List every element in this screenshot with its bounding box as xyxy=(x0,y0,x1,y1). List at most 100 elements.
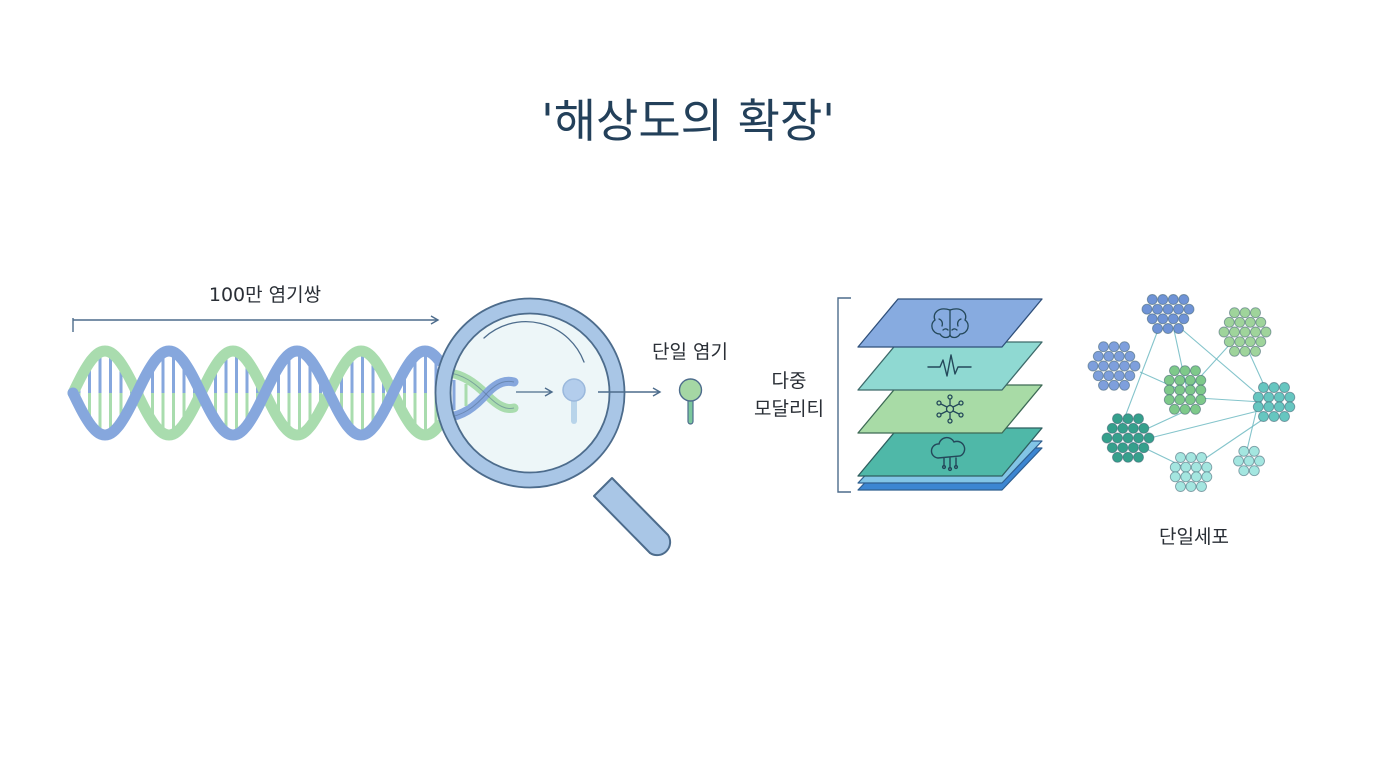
cell-dot xyxy=(1133,413,1144,425)
cell-dot xyxy=(1195,374,1207,386)
cell-dot xyxy=(1229,326,1240,338)
cluster-light-teal-bottom xyxy=(1169,452,1213,492)
cell-dot xyxy=(1234,336,1246,348)
multimodal-bracket xyxy=(837,297,851,493)
single-cell-section: 단일세포 xyxy=(1087,294,1296,548)
cluster-green-center xyxy=(1163,365,1207,415)
cell-link xyxy=(1199,419,1263,463)
modality-layer-brain xyxy=(857,298,1043,348)
cell-dot xyxy=(1092,350,1104,362)
cell-dot xyxy=(1152,323,1163,334)
cell-dot xyxy=(1190,403,1201,415)
cell-dot xyxy=(1173,303,1184,315)
cell-dot xyxy=(1254,455,1265,467)
cell-dot xyxy=(1157,313,1169,325)
cell-dot xyxy=(1108,360,1120,372)
cell-dot xyxy=(1174,374,1186,386)
cell-dot xyxy=(1124,370,1136,382)
cell-dot xyxy=(1184,394,1196,406)
magnifier-lens-glass xyxy=(448,311,612,475)
cell-dot xyxy=(1239,326,1251,338)
cell-dot xyxy=(1124,350,1136,362)
cell-dot xyxy=(1190,365,1201,377)
cell-dot xyxy=(1252,391,1264,403)
cell-dot xyxy=(1195,384,1207,396)
cell-dot xyxy=(1146,313,1158,325)
cell-dot xyxy=(1167,313,1179,325)
cell-dot xyxy=(1195,394,1207,406)
lens-glare xyxy=(483,321,585,363)
cell-dot xyxy=(1112,451,1123,463)
magnifying-glass-icon xyxy=(434,297,672,557)
modality-layer-waveform xyxy=(857,341,1043,391)
cell-dot xyxy=(1255,336,1267,348)
single-cell-label: 단일세포 xyxy=(1159,526,1229,548)
cell-link xyxy=(1197,397,1263,403)
cell-link xyxy=(1149,409,1263,439)
cell-dot xyxy=(1112,432,1123,444)
cell-dot xyxy=(1163,374,1175,386)
cell-dot xyxy=(1127,422,1139,434)
magnified-dna-end xyxy=(448,367,519,423)
cell-dot xyxy=(1157,294,1169,305)
cell-dot xyxy=(1117,422,1129,434)
cell-dot xyxy=(1113,370,1125,382)
cell-dot xyxy=(1273,401,1285,413)
cell-dot xyxy=(1146,294,1158,305)
cell-dot xyxy=(1190,471,1202,483)
cell-dot xyxy=(1239,307,1251,319)
cell-dot xyxy=(1223,316,1235,328)
cell-dot xyxy=(1108,379,1120,391)
dna-strand-blue xyxy=(67,345,445,441)
cell-dot xyxy=(1117,442,1129,454)
cell-dot xyxy=(1167,294,1179,305)
modality-layer-network xyxy=(857,384,1043,434)
cluster-teal-right xyxy=(1252,382,1296,422)
cell-dot xyxy=(1113,350,1125,362)
cell-dot xyxy=(1190,461,1202,473)
cell-dot xyxy=(1119,341,1130,353)
cell-dot xyxy=(1087,360,1099,372)
cell-dot xyxy=(1223,336,1235,348)
cell-dot xyxy=(1273,391,1285,403)
cell-dot xyxy=(1238,445,1250,457)
cell-dot xyxy=(1201,471,1213,483)
cell-dot xyxy=(1229,345,1240,357)
multimodal-section: 다중 모달리티 xyxy=(754,297,1043,493)
cell-dot xyxy=(1196,481,1207,492)
cell-dot xyxy=(1129,360,1141,372)
cell-dot xyxy=(1263,391,1275,403)
cell-dot xyxy=(1218,326,1230,338)
cell-dot xyxy=(1175,481,1186,492)
page-title: '해상도의 확장' xyxy=(541,94,835,148)
cell-dot xyxy=(1162,323,1174,334)
cell-dot xyxy=(1268,382,1280,393)
cell-clusters xyxy=(1087,294,1296,492)
modality-layer-cloud xyxy=(857,427,1043,477)
cell-dot xyxy=(1133,432,1144,444)
cell-dot xyxy=(1163,384,1175,396)
cell-dot xyxy=(1179,403,1191,415)
cell-dot xyxy=(1180,461,1192,473)
cell-dot xyxy=(1250,326,1261,338)
cell-dot xyxy=(1138,442,1150,454)
cell-dot xyxy=(1163,394,1175,406)
cell-dot xyxy=(1133,451,1144,463)
cell-link xyxy=(1245,411,1257,455)
cluster-blue-left xyxy=(1087,341,1141,391)
cluster-light-teal-small xyxy=(1233,445,1265,477)
cell-dot xyxy=(1098,341,1109,353)
cell-dot xyxy=(1103,350,1115,362)
magnifier-handle xyxy=(593,477,672,557)
cell-dot xyxy=(1238,465,1250,477)
cell-dot xyxy=(1243,455,1255,467)
single-base-pin-icon xyxy=(678,378,703,425)
cell-dot xyxy=(1258,382,1269,393)
cell-dot xyxy=(1162,303,1174,315)
cell-dot xyxy=(1268,411,1280,422)
cell-dot xyxy=(1260,326,1272,338)
cell-dot xyxy=(1098,379,1109,391)
cell-dot xyxy=(1229,307,1240,319)
cell-dot xyxy=(1127,442,1139,454)
cell-dot xyxy=(1255,316,1267,328)
